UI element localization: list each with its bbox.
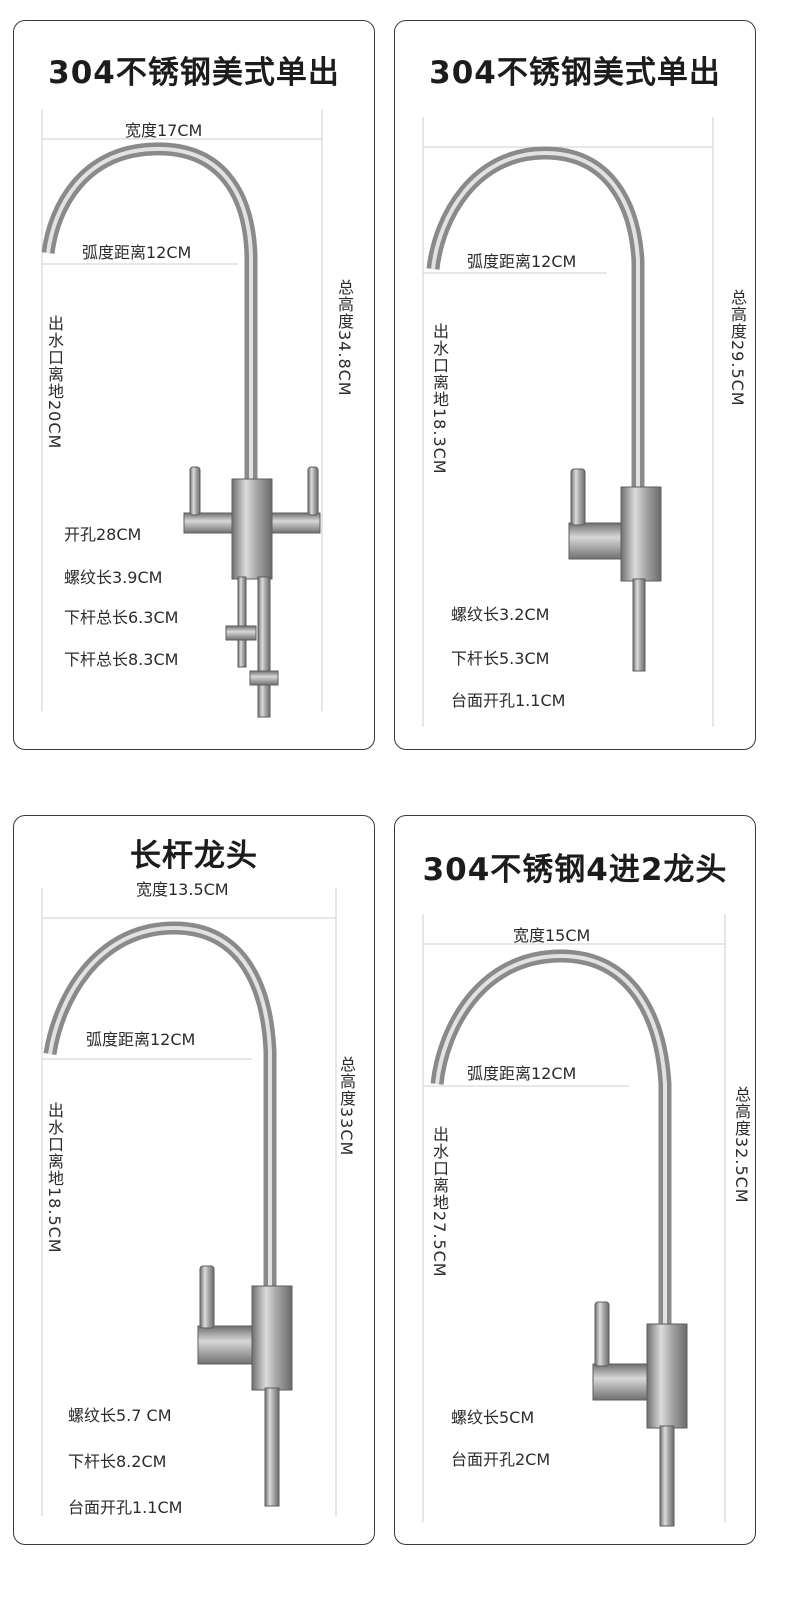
card-title: 304不锈钢4进2龙头 <box>422 852 728 888</box>
spec-label: 下杆长5.3CM <box>451 649 550 668</box>
arc-distance-label: 弧度距离12CM <box>82 243 192 262</box>
width-label: 宽度13.5CM <box>136 880 229 899</box>
spec-label: 下杆总长8.3CM <box>64 650 179 669</box>
card-title: 304不锈钢美式单出 <box>429 55 721 91</box>
arc-distance-label: 弧度距离12CM <box>467 1064 577 1083</box>
width-label: 宽度17CM <box>125 121 203 140</box>
spec-label: 下杆总长6.3CM <box>64 608 179 627</box>
faucet-card-1: 304不锈钢美式单出 宽度17CM 弧度距离12CM 总高度34.8CM 出水口… <box>13 20 375 750</box>
spec-label: 螺纹长5CM <box>451 1408 535 1427</box>
faucet-1-illustration <box>41 109 323 718</box>
outlet-height-label: 出水口离地20CM <box>45 315 64 450</box>
card-title: 长杆龙头 <box>130 838 258 874</box>
spec-label: 开孔28CM <box>64 525 142 544</box>
outlet-height-label: 出水口离地18.5CM <box>45 1102 64 1254</box>
faucet-card-3: 长杆龙头 宽度13.5CM 弧度距离12CM 总高度33CM 出水口离地18.5… <box>13 815 375 1545</box>
faucet-2-illustration <box>422 117 714 727</box>
faucet-3-illustration <box>41 888 337 1516</box>
total-height-label: 总高度29.5CM <box>728 289 747 407</box>
spec-label: 台面开孔1.1CM <box>451 691 566 710</box>
spec-label: 螺纹长5.7 CM <box>68 1406 172 1425</box>
arc-distance-label: 弧度距离12CM <box>467 252 577 271</box>
arc-distance-label: 弧度距离12CM <box>86 1030 196 1049</box>
total-height-label: 总高度33CM <box>337 1056 356 1157</box>
card-title: 304不锈钢美式单出 <box>48 55 340 91</box>
total-height-label: 总高度32.5CM <box>732 1086 751 1204</box>
outlet-height-label: 出水口离地18.3CM <box>430 323 449 475</box>
spec-label: 下杆长8.2CM <box>68 1452 167 1471</box>
spec-label: 台面开孔2CM <box>451 1450 551 1469</box>
spec-label: 螺纹长3.2CM <box>451 605 550 624</box>
spec-label: 螺纹长3.9CM <box>64 568 163 587</box>
total-height-label: 总高度34.8CM <box>335 279 354 397</box>
faucet-card-4: 304不锈钢4进2龙头 宽度15CM 弧度距离12CM 总高度32.5CM 出水… <box>394 815 756 1545</box>
outlet-height-label: 出水口离地27.5CM <box>430 1126 449 1278</box>
spec-label: 台面开孔1.1CM <box>68 1498 183 1517</box>
faucet-card-2: 304不锈钢美式单出 弧度距离12CM 总高度29.5CM 出水口离地18.3C… <box>394 20 756 750</box>
width-label: 宽度15CM <box>513 926 591 945</box>
faucet-4-illustration <box>422 914 726 1527</box>
